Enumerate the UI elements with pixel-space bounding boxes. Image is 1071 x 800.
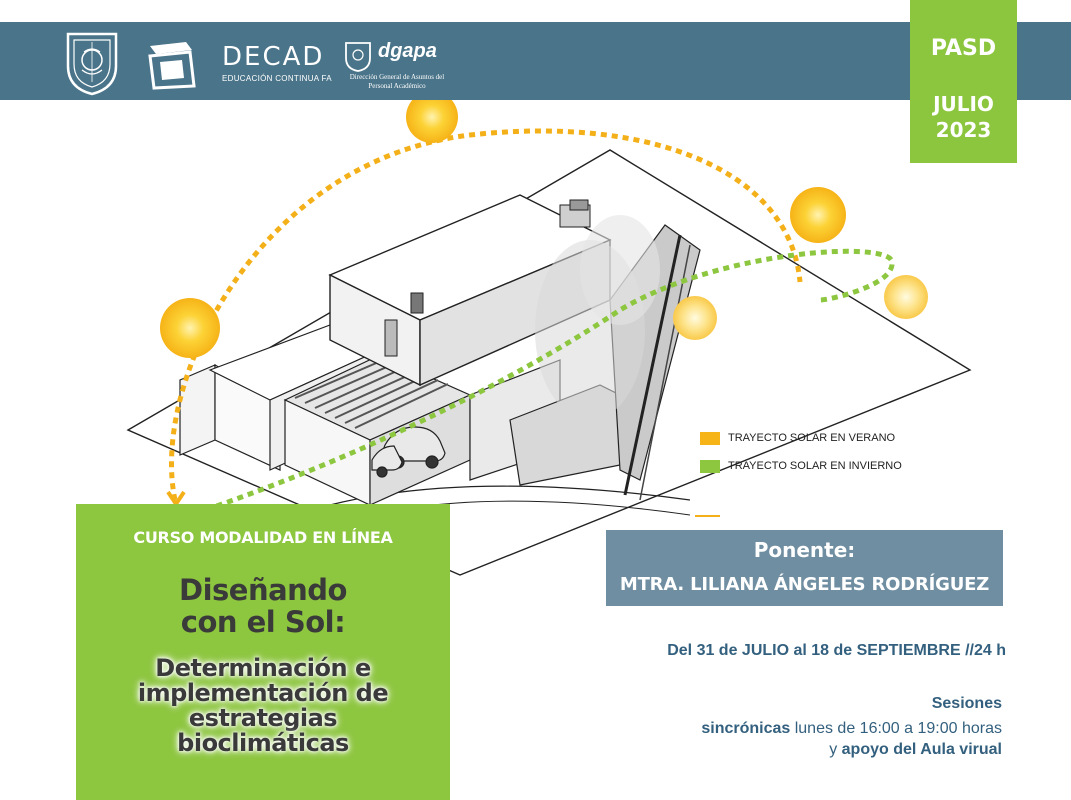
unam-crest-icon	[66, 32, 118, 96]
dgapa-crest-icon	[345, 42, 371, 72]
course-subtitle-line: implementación de	[137, 679, 389, 707]
course-title: Diseñando con el Sol:	[76, 574, 450, 638]
course-subtitle: Determinación e implementación de estrat…	[76, 656, 450, 756]
course-panel: CURSO MODALIDAD EN LÍNEA Diseñando con e…	[76, 504, 450, 800]
sessions-sync: sincrónicas	[701, 720, 791, 737]
sun-icon	[160, 298, 220, 358]
course-subtitle-line: Determinación e	[155, 654, 371, 682]
sun-icon	[406, 91, 458, 143]
decad-wordmark: DECAD	[222, 42, 325, 72]
dgapa-subtitle: Dirección General de Asuntos del Persona…	[349, 73, 445, 90]
legend-item-summer: TRAYECTO SOLAR EN VERANO	[700, 430, 895, 446]
sessions-support: y apoyo del Aula virual	[560, 741, 1002, 759]
sun-icon	[884, 275, 928, 319]
decad-logo: DECAD EDUCACIÓN CONTINUA FA	[222, 42, 332, 88]
sessions-label: Sesiones	[931, 695, 1002, 712]
course-subtitle-line: estrategias	[188, 704, 338, 732]
program-year: 2023	[935, 118, 992, 142]
sessions-virtual-classroom: apoyo del Aula virual	[841, 741, 1002, 758]
sun-icon	[790, 187, 846, 243]
speaker-label: Ponente:	[753, 538, 856, 562]
car-illustration	[371, 426, 446, 478]
legend-winter-label: TRAYECTO SOLAR EN INVIERNO	[728, 460, 902, 472]
course-dates: Del 31 de JULIO al 18 de SEPTIEMBRE //24…	[667, 642, 1006, 659]
program-month: JULIO	[933, 92, 994, 116]
course-subtitle-line: bioclimáticas	[177, 729, 349, 757]
sessions-detail: sincrónicas lunes de 16:00 a 19:00 horas	[560, 720, 1002, 738]
speaker-name: MTRA. LILIANA ÁNGELES RODRÍGUEZ	[619, 574, 990, 595]
summer-swatch	[700, 431, 720, 445]
course-title-line: Diseñando	[179, 573, 348, 607]
fa-logo-icon	[148, 42, 196, 90]
sun-icon	[673, 296, 717, 340]
solar-path-legend: TRAYECTO SOLAR EN VERANO TRAYECTO SOLAR …	[700, 430, 960, 478]
summer-solar-path	[169, 128, 803, 501]
sessions-support-prefix: y	[829, 741, 842, 758]
dgapa-wordmark: dgapa	[378, 40, 437, 62]
decad-subtitle: EDUCACIÓN CONTINUA FA	[222, 74, 332, 83]
speaker-box: Ponente: MTRA. LILIANA ÁNGELES RODRÍGUEZ	[606, 530, 1003, 606]
winter-swatch	[700, 459, 720, 473]
legend-item-winter: TRAYECTO SOLAR EN INVIERNO	[700, 458, 902, 474]
program-name: PASD	[930, 36, 997, 61]
winter-solar-path	[174, 248, 895, 523]
course-mode: CURSO MODALIDAD EN LÍNEA	[133, 528, 393, 547]
sessions-time: lunes de 16:00 a 19:00 horas	[790, 720, 1002, 737]
program-badge: PASD JULIO 2023	[910, 0, 1017, 163]
legend-summer-label: TRAYECTO SOLAR EN VERANO	[728, 432, 896, 444]
dgapa-logo: dgapa Dirección General de Asuntos del P…	[342, 40, 452, 96]
course-title-line: con el Sol:	[180, 605, 346, 639]
